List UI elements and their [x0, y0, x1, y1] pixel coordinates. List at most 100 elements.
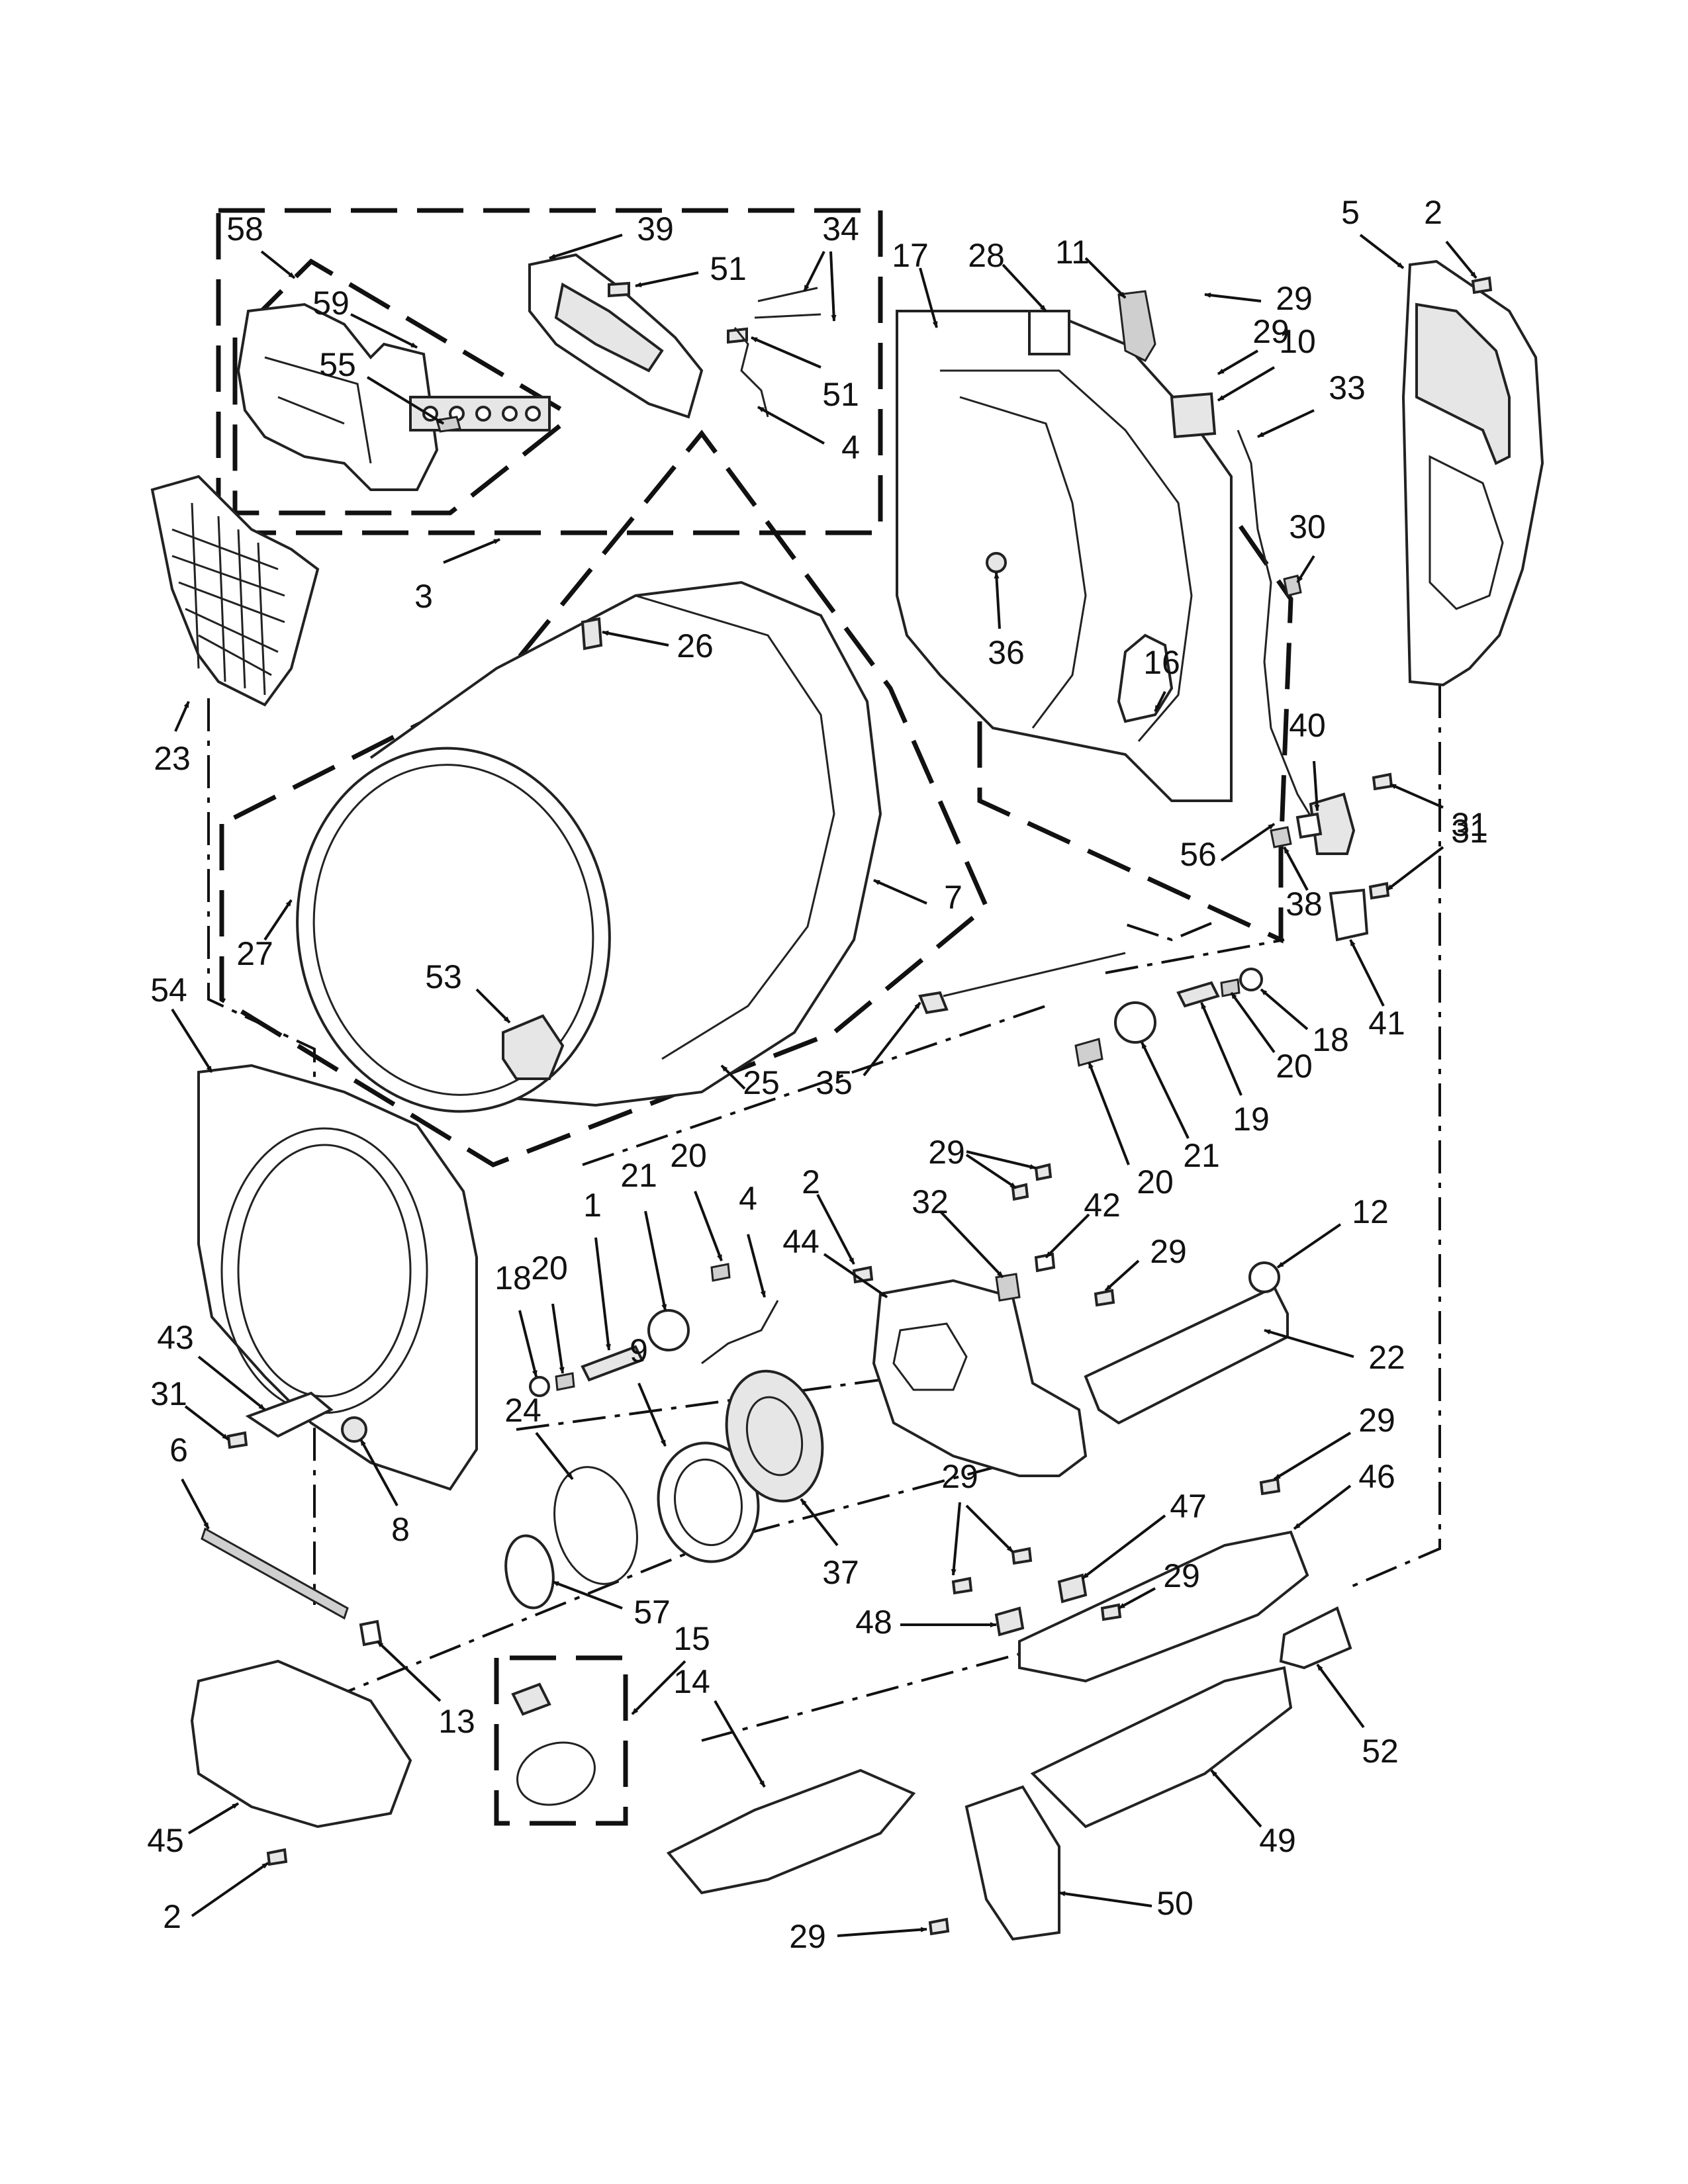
part-46-duct-cover — [1018, 1530, 1309, 1683]
leader-52 — [1316, 1663, 1365, 1729]
callout-29-blower: 29 — [928, 1134, 965, 1171]
part-29-screw-22 — [1094, 1289, 1115, 1307]
leader-59 — [350, 313, 418, 349]
part-30-clip — [1283, 574, 1302, 597]
centerline-drum-front — [582, 1005, 1047, 1166]
callout-29-bulkhead-upper: 29 — [1276, 280, 1313, 317]
part-21-pulley-lower — [647, 1309, 690, 1351]
callout-51-upper: 51 — [710, 250, 747, 287]
callout-20-lower: 20 — [1137, 1163, 1174, 1201]
part-50-bracket — [964, 1785, 1060, 1941]
leader-47 — [1081, 1514, 1166, 1580]
leader-34b — [829, 251, 837, 322]
part-21-pulley-upper — [1114, 1001, 1156, 1044]
callout-2-rear-panel: 2 — [1424, 194, 1442, 231]
part-48-thermal-fuse — [994, 1606, 1025, 1637]
part-23-lint-screen — [150, 475, 320, 707]
leader-14 — [714, 1700, 766, 1788]
leader-29b — [1217, 349, 1259, 375]
callout-31-valve-upper: 31 — [1451, 806, 1488, 843]
callout-49: 49 — [1259, 1822, 1296, 1859]
callout-22: 22 — [1368, 1339, 1405, 1376]
callout-2-blower: 2 — [802, 1163, 820, 1201]
callout-15: 15 — [673, 1620, 710, 1657]
callout-29-bracket: 29 — [789, 1918, 826, 1955]
centerline-35 — [1121, 922, 1212, 942]
callout-42: 42 — [1084, 1187, 1121, 1224]
part-47-thermostat — [1057, 1573, 1088, 1604]
callout-9: 9 — [630, 1332, 648, 1369]
callout-51-lower: 51 — [822, 376, 859, 413]
callout-53: 53 — [425, 958, 462, 995]
part-54-front-bulkhead — [197, 1064, 478, 1491]
callout-39: 39 — [637, 210, 674, 248]
part-12-clamp — [1248, 1261, 1281, 1293]
leader-16 — [1154, 691, 1166, 712]
part-18-washer-lower — [529, 1376, 551, 1397]
leader-8 — [359, 1439, 399, 1506]
part-31-screw-valve-upper — [1372, 772, 1393, 791]
part-37-blower-wheel — [725, 1369, 824, 1503]
callout-25: 25 — [743, 1064, 780, 1101]
part-18-washer-upper — [1239, 968, 1264, 991]
leader-36 — [994, 572, 1001, 629]
part-41-bracket — [1329, 888, 1369, 942]
centerline-motor — [516, 1379, 881, 1431]
callout-6: 6 — [169, 1432, 188, 1469]
callout-7: 7 — [944, 879, 962, 916]
leader-15 — [631, 1660, 686, 1715]
leader-30 — [1296, 555, 1315, 584]
part-58-user-interface-housing — [236, 302, 439, 491]
callout-31-front: 31 — [150, 1375, 187, 1412]
callout-4-lower: 4 — [739, 1180, 757, 1217]
part-55-switch — [436, 416, 461, 433]
leader-40 — [1313, 760, 1320, 811]
leader-51b — [751, 336, 821, 369]
callout-2-duct: 2 — [163, 1898, 181, 1935]
part-59-keypad — [409, 396, 551, 432]
part-32-bracket — [995, 1273, 1021, 1302]
callout-56: 56 — [1180, 836, 1217, 873]
part-38-clip — [1270, 826, 1292, 848]
leader-56 — [1220, 823, 1276, 862]
part-31-screw-front — [226, 1431, 248, 1449]
callout-16: 16 — [1143, 644, 1180, 681]
callout-59: 59 — [312, 285, 350, 322]
leader-41 — [1349, 939, 1385, 1007]
part-51-screw-upper — [608, 281, 630, 298]
callout-34: 34 — [822, 210, 859, 248]
leader-22 — [1264, 1329, 1354, 1358]
part-16-seal — [1117, 633, 1174, 723]
callout-54: 54 — [150, 972, 187, 1009]
leader-21b — [644, 1210, 667, 1311]
leader-24 — [535, 1432, 574, 1480]
part-35-wire — [943, 952, 1126, 997]
leader-6 — [181, 1479, 210, 1529]
leader-29c2 — [965, 1154, 1017, 1189]
callout-24: 24 — [504, 1392, 541, 1429]
callout-38: 38 — [1286, 886, 1323, 923]
part-15-14-heater-kit — [511, 1682, 596, 1806]
callout-20-lower-left: 20 — [531, 1250, 568, 1287]
leader-44 — [823, 1253, 888, 1298]
callout-11: 11 — [1055, 234, 1090, 271]
part-28-label — [1028, 310, 1070, 355]
callout-26: 26 — [677, 627, 714, 664]
callout-5: 5 — [1341, 194, 1360, 231]
leader-20b — [1088, 1062, 1130, 1165]
leader-2c — [191, 1862, 269, 1917]
part-29-screw-32-upper — [1034, 1163, 1053, 1181]
callout-36: 36 — [988, 634, 1025, 671]
part-29-screw-50 — [928, 1917, 950, 1936]
part-4-wire-harness — [733, 327, 769, 418]
callout-29-thermostat: 29 — [941, 1458, 978, 1495]
part-29-screw-48 — [951, 1576, 973, 1595]
part-29-screw-46 — [1259, 1477, 1281, 1496]
callout-21-lower: 21 — [620, 1157, 657, 1194]
leader-1 — [594, 1237, 611, 1351]
part-31-screw-valve-lower — [1368, 882, 1390, 900]
leader-49 — [1210, 1769, 1262, 1828]
leader-4b — [747, 1234, 766, 1298]
callout-17: 17 — [892, 237, 929, 274]
